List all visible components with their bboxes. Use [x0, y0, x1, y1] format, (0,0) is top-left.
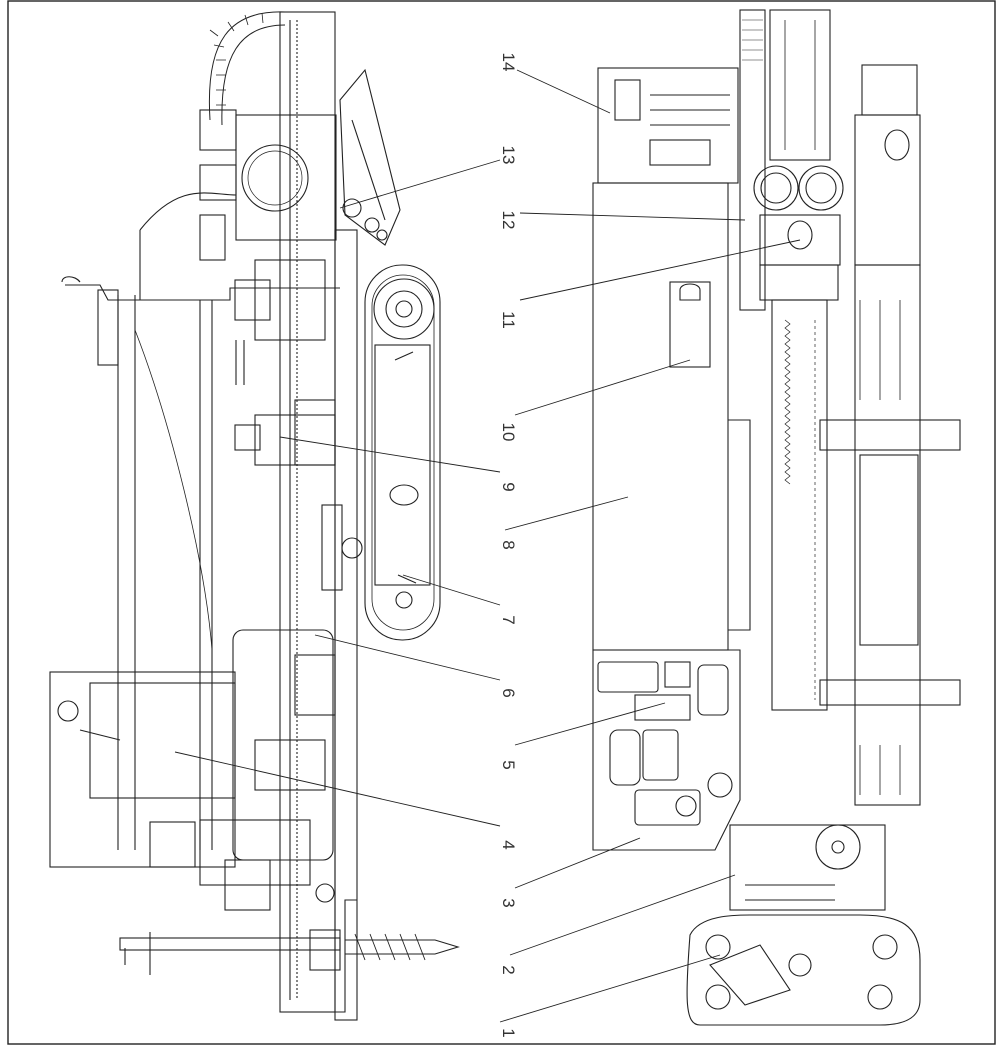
leader-11: [519, 239, 801, 301]
front-motor-right: [798, 165, 844, 211]
leader-14: [516, 69, 611, 114]
leader-5: [514, 702, 666, 746]
leader-10: [514, 359, 691, 416]
front-mast: [769, 9, 831, 161]
callout-2: 2: [499, 965, 518, 974]
side-power-head: [235, 114, 337, 241]
callout-13: 13: [499, 146, 518, 165]
front-view: [592, 9, 961, 1026]
callout-labels: 14 13 12 11 10 9 8 7 6 5 4 3 2 1: [499, 53, 518, 1038]
front-turntable: [815, 824, 861, 870]
side-mast: [279, 11, 336, 1013]
leader-7: [402, 574, 501, 606]
side-view: [49, 11, 460, 1021]
leader-9: [279, 436, 501, 473]
leader-3: [514, 837, 641, 889]
callout-10: 10: [499, 423, 518, 442]
callout-6: 6: [499, 688, 518, 697]
front-rack-teeth: [784, 319, 791, 485]
callout-1: 1: [499, 1028, 518, 1037]
callout-8: 8: [499, 540, 518, 549]
front-motor-left: [753, 165, 799, 211]
crawler-track: [364, 264, 441, 641]
front-base: [729, 824, 886, 911]
side-drag-chain: [208, 11, 286, 126]
front-right-frame: [854, 264, 921, 806]
side-lift-arm: [339, 68, 401, 246]
side-power-head-flange: [241, 144, 309, 212]
callout-12: 12: [499, 211, 518, 230]
front-mount-plate: [686, 914, 921, 1026]
callout-4: 4: [499, 840, 518, 849]
side-cab-top: [65, 284, 340, 301]
callout-14: 14: [499, 53, 518, 72]
leader-4: [174, 751, 501, 827]
front-control-panel: [592, 649, 741, 851]
leader-1: [499, 954, 721, 1023]
callout-7: 7: [499, 615, 518, 624]
drawing-border: [7, 0, 996, 1045]
callout-3: 3: [499, 898, 518, 907]
leader-6: [314, 634, 501, 681]
track-drive-sprocket: [373, 278, 435, 340]
front-cabin-body: [592, 182, 729, 651]
leader-12: [519, 212, 746, 221]
callout-9: 9: [499, 482, 518, 491]
side-lower-frame: [232, 629, 334, 861]
callout-11: 11: [499, 311, 518, 329]
side-auger: [119, 929, 460, 975]
leader-2: [509, 874, 736, 956]
leader-lines: [174, 69, 801, 1023]
callout-5: 5: [499, 760, 518, 769]
leader-13: [339, 159, 501, 209]
leader-8: [504, 496, 629, 531]
